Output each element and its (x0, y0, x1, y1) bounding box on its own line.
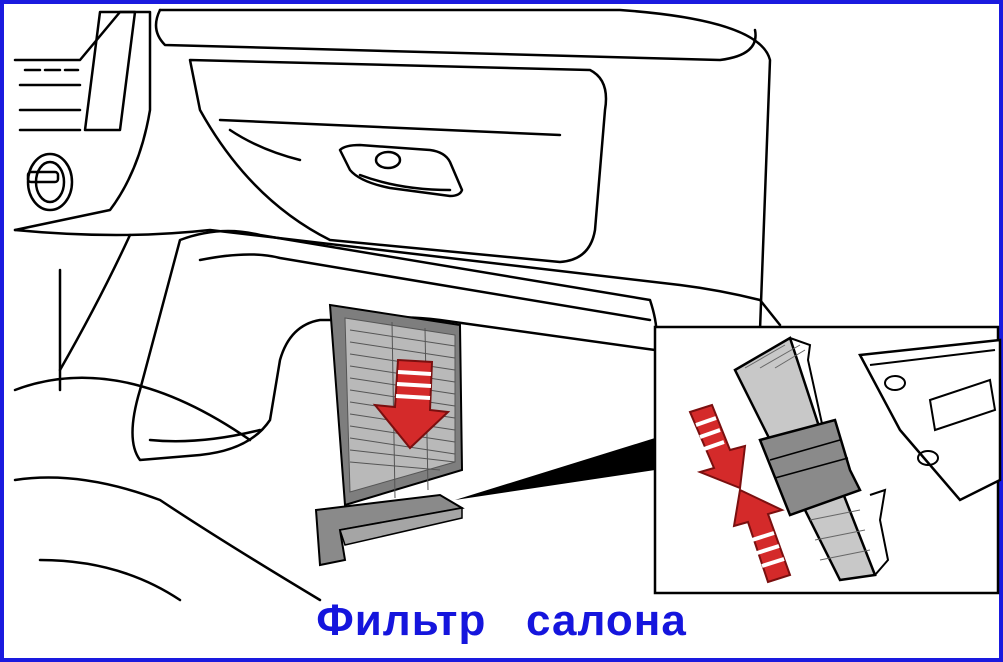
up-arrow-icon (732, 488, 792, 584)
filter-cover (314, 493, 465, 567)
filter-clip (758, 418, 862, 517)
lower-panel (131, 229, 658, 462)
glove-box-handle (338, 143, 464, 198)
down-arrow-icon (688, 403, 747, 490)
detail-inset (653, 325, 1002, 595)
diagram-caption: Фильтр салона (316, 596, 687, 645)
callout-pointer (455, 438, 655, 500)
dashboard-top-panel (158, 8, 772, 332)
glove-box (188, 58, 608, 264)
down-arrow-icon (372, 358, 451, 450)
center-console (13, 10, 152, 232)
